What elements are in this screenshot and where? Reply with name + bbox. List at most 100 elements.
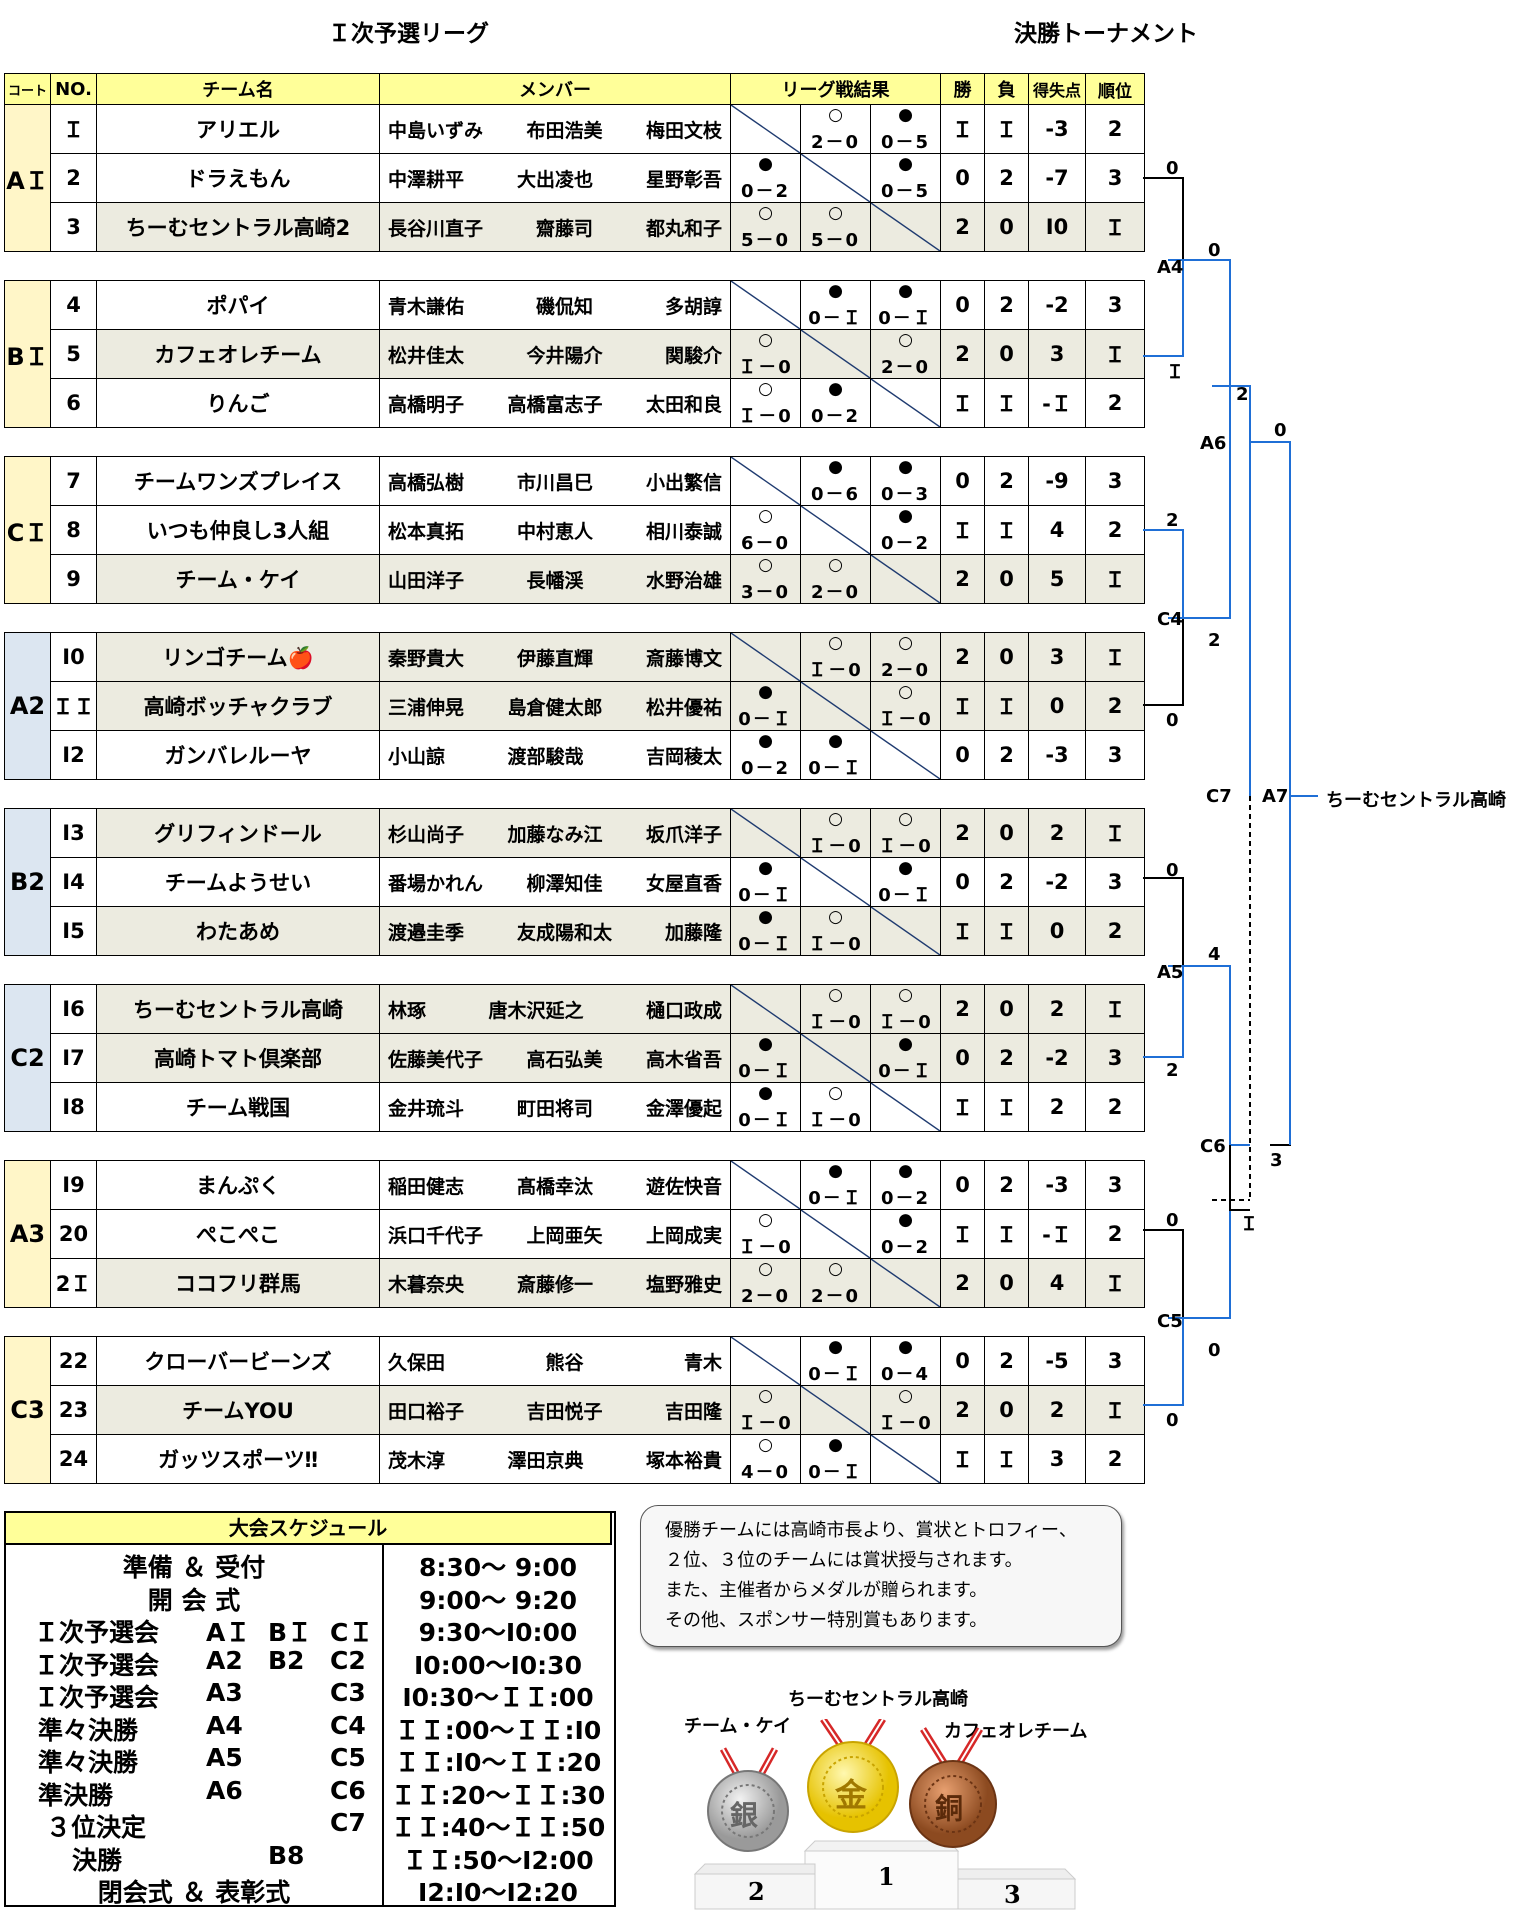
member-name: 唐木沢延之 bbox=[488, 999, 584, 1022]
diagonal-slash bbox=[731, 809, 800, 857]
member-name: 小山諒 bbox=[388, 745, 446, 768]
bracket-score: 2 bbox=[1208, 630, 1221, 651]
match-score: 0－Ｉ bbox=[878, 1061, 933, 1082]
loss-mark: ● bbox=[758, 907, 773, 927]
win-mark: ○ bbox=[758, 379, 773, 399]
wins: 2 bbox=[940, 1385, 985, 1435]
member-name: 都丸和子 bbox=[645, 217, 722, 240]
court-label: BＩ bbox=[4, 280, 51, 428]
team-members: 茂木淳澤田京典塚本裕貴 bbox=[379, 1434, 731, 1484]
match-score: 6－0 bbox=[740, 533, 791, 554]
goal-diff: -Ｉ bbox=[1028, 378, 1086, 428]
schedule-event: 準々決勝 bbox=[38, 1748, 139, 1777]
team-name: チームワンズプレイス bbox=[96, 456, 380, 506]
result-cell: ●0－Ｉ bbox=[870, 1033, 941, 1083]
result-cell: ○Ｉ－0 bbox=[730, 329, 801, 379]
match-score: Ｉ－0 bbox=[808, 934, 863, 955]
wins: Ｉ bbox=[940, 505, 985, 555]
losses: 0 bbox=[984, 632, 1029, 682]
match-score: 0－3 bbox=[880, 484, 931, 505]
team-members: 高橋弘樹市川昌巳小出繁信 bbox=[379, 456, 731, 506]
member-name: 塩野雅史 bbox=[645, 1273, 722, 1296]
bracket-score: 0 bbox=[1166, 1210, 1179, 1231]
goal-diff: 2 bbox=[1028, 984, 1086, 1034]
result-cell bbox=[730, 808, 801, 858]
match-score: 2－0 bbox=[740, 1286, 791, 1307]
result-cell bbox=[800, 1385, 871, 1435]
result-cell: ○Ｉ－0 bbox=[730, 378, 801, 428]
member-name: 青木 bbox=[683, 1351, 722, 1374]
diagonal-slash bbox=[871, 203, 940, 251]
win-mark: ○ bbox=[828, 907, 843, 927]
schedule-event: 準決勝 bbox=[38, 1780, 114, 1810]
header-wins: 勝 bbox=[940, 73, 985, 105]
team-members: 杉山尚子加藤なみ江坂爪洋子 bbox=[379, 808, 731, 858]
result-cell bbox=[870, 1434, 941, 1484]
result-cell bbox=[870, 554, 941, 604]
podium-place-3: 3 bbox=[1004, 1880, 1021, 1909]
team-members: 小山諒渡部駿哉吉岡稜太 bbox=[379, 730, 731, 780]
schedule-court: C5 bbox=[330, 1743, 366, 1772]
team-name: アリエル bbox=[96, 104, 380, 154]
result-cell: ○5－0 bbox=[730, 202, 801, 252]
match-score: 0－2 bbox=[740, 758, 791, 779]
member-name: 吉岡稜太 bbox=[645, 745, 722, 768]
schedule-event: 開 会 式 bbox=[147, 1585, 241, 1615]
result-cell: ●0－Ｉ bbox=[730, 857, 801, 907]
team-name: チーム・ケイ bbox=[96, 554, 380, 604]
rank: 3 bbox=[1085, 1033, 1145, 1083]
diagonal-slash bbox=[871, 1259, 940, 1307]
match-score: 0－Ｉ bbox=[878, 885, 933, 906]
result-cell: ●0－Ｉ bbox=[730, 1033, 801, 1083]
loss-mark: ● bbox=[828, 1337, 843, 1357]
loss-mark: ● bbox=[828, 1435, 843, 1455]
match-score: 0－2 bbox=[740, 181, 791, 202]
match-score: 0－4 bbox=[880, 1364, 931, 1385]
diagonal-slash bbox=[801, 1034, 870, 1082]
match-score: 4－0 bbox=[740, 1462, 791, 1483]
goal-diff: 4 bbox=[1028, 505, 1086, 555]
member-name: 小出繁信 bbox=[645, 471, 722, 494]
result-cell: ○2－0 bbox=[800, 104, 871, 154]
member-name: 松井佳太 bbox=[388, 344, 465, 367]
schedule-court: A4 bbox=[206, 1710, 243, 1740]
result-cell: ● 0－Ｉ bbox=[730, 681, 801, 731]
schedule-event: ３位決定 bbox=[46, 1813, 147, 1842]
loss-mark: ● bbox=[828, 1161, 843, 1181]
loss-mark: ● bbox=[828, 731, 843, 751]
win-mark: ○ bbox=[758, 203, 773, 223]
diagonal-slash bbox=[731, 457, 800, 505]
team-members: 松井佳太今井陽介関駿介 bbox=[379, 329, 731, 379]
member-name: 樋口政成 bbox=[645, 999, 722, 1022]
win-mark: ○ bbox=[828, 1259, 843, 1279]
member-name: 高木省吾 bbox=[645, 1048, 722, 1071]
win-mark: ○ bbox=[758, 1259, 773, 1279]
wins: Ｉ bbox=[940, 104, 985, 154]
match-score: 5－0 bbox=[810, 230, 861, 251]
rank: 2 bbox=[1085, 1082, 1145, 1132]
result-cell: ○Ｉ－0 bbox=[870, 808, 941, 858]
team-name: クローバービーンズ bbox=[96, 1336, 380, 1386]
match-score: Ｉ－0 bbox=[878, 836, 933, 857]
loss-mark: ● bbox=[758, 682, 773, 702]
schedule-divider bbox=[382, 1545, 384, 1905]
match-score: 0－Ｉ bbox=[738, 709, 793, 730]
match-score: 0－Ｉ bbox=[738, 934, 793, 955]
result-cell: ○5－0 bbox=[800, 202, 871, 252]
schedule-court: B8 bbox=[268, 1840, 305, 1870]
team-number: 23 bbox=[50, 1385, 97, 1435]
result-cell: ●0－2 bbox=[870, 505, 941, 555]
team-name: チームYOU bbox=[96, 1385, 380, 1435]
member-name: 高橋富志子 bbox=[507, 393, 603, 416]
member-name: 今井陽介 bbox=[526, 344, 603, 367]
bracket-score: 0 bbox=[1274, 420, 1287, 441]
goal-diff: 3 bbox=[1028, 632, 1086, 682]
wins: Ｉ bbox=[940, 681, 985, 731]
goal-diff: -3 bbox=[1028, 730, 1086, 780]
losses: 0 bbox=[984, 554, 1029, 604]
